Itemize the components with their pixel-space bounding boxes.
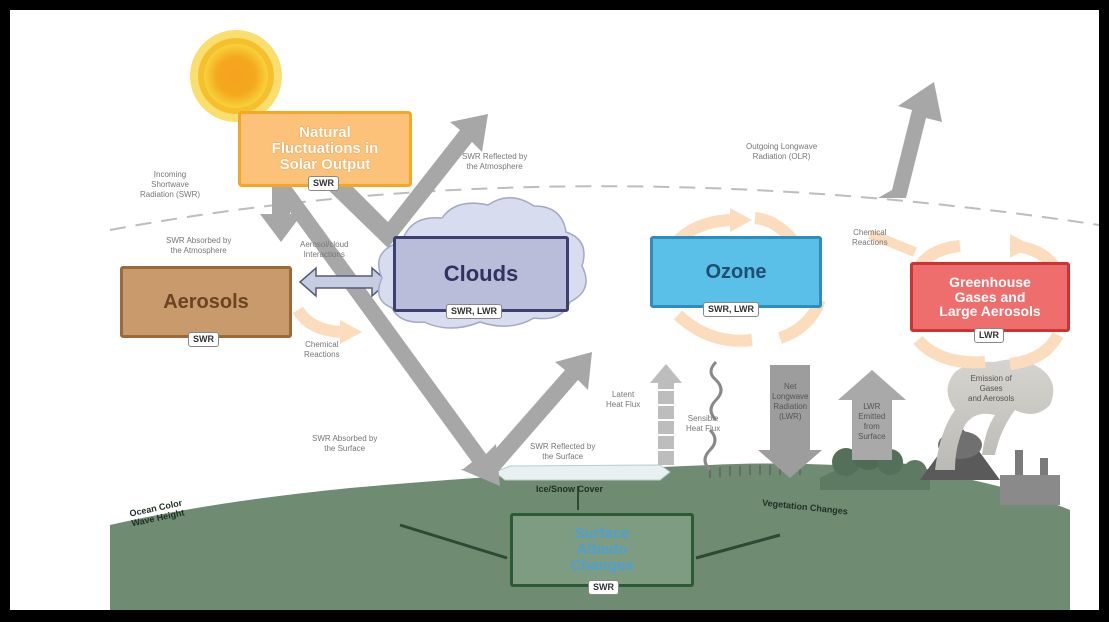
- diagram-frame: Natural Fluctuations in Solar Output SWR…: [10, 10, 1099, 610]
- chem-reactions-left-label: Chemical Reactions: [304, 340, 340, 360]
- olr-arrow: [878, 82, 942, 198]
- lwr-emitted-line4: Surface: [858, 432, 886, 441]
- ozone-tag: SWR, LWR: [703, 302, 759, 317]
- sensible-heat-label: Sensible Heat Flux: [686, 414, 720, 434]
- chem-top-line2: Reactions: [852, 238, 888, 247]
- aerosols-cycle-arrows: [292, 306, 341, 338]
- ice-snow-label: Ice/Snow Cover: [536, 484, 604, 494]
- incoming-swr-line2: Shortwave: [151, 180, 189, 189]
- latent-heat-arrow: [650, 364, 682, 465]
- ghg-title-line1: Greenhouse: [949, 273, 1031, 290]
- sun-icon: [190, 30, 282, 122]
- chem-reaction-arrow: [868, 229, 917, 257]
- net-lwr-line4: (LWR): [778, 412, 802, 421]
- albedo-tag: SWR: [588, 580, 619, 595]
- aerosols-tag: SWR: [188, 332, 219, 347]
- solar-tag: SWR: [308, 176, 339, 191]
- ozone-title: Ozone: [705, 260, 767, 283]
- emission-plume: [935, 359, 1054, 470]
- ghg-title-line3: Large Aerosols: [939, 303, 1041, 320]
- net-lwr-line1: Net: [784, 382, 797, 391]
- ghg-box: Greenhouse Gases and Large Aerosols: [910, 262, 1070, 332]
- sensible-heat-squiggle-bottom: [703, 428, 717, 472]
- aerosols-box: Aerosols: [120, 266, 292, 338]
- lwr-emitted-line3: from: [863, 422, 880, 431]
- clouds-tag: SWR, LWR: [446, 304, 502, 319]
- solar-title-line1: Natural: [299, 124, 351, 142]
- olr-line2: Radiation (OLR): [752, 152, 811, 161]
- lwr-emitted-line1: LWR: [863, 402, 881, 411]
- latent-heat-label: Latent Heat Flux: [606, 390, 640, 410]
- clouds-title: Clouds: [443, 261, 519, 287]
- ozone-cycle-head: [730, 208, 752, 232]
- chem-reactions-top-label: Chemical Reactions: [852, 228, 888, 248]
- albedo-title-line1: Surface: [574, 525, 630, 543]
- net-lwr-line2: Longwave: [772, 392, 809, 401]
- albedo-title-line3: Changes: [570, 556, 634, 574]
- net-lwr-arrow: [758, 365, 822, 478]
- chem-left-line1: Chemical: [305, 340, 339, 349]
- emission-line2: Gases: [979, 384, 1003, 393]
- aerosol-cloud-line2: Interactions: [303, 250, 345, 259]
- sensible-heat-line2: Heat Flux: [686, 424, 721, 433]
- chem-left-line2: Reactions: [304, 350, 340, 359]
- swr-reflected-atm-line2: the Atmosphere: [466, 162, 523, 171]
- net-lwr-label: Net Longwave Radiation (LWR): [772, 382, 808, 422]
- aerosols-title: Aerosols: [163, 290, 249, 313]
- atmosphere-boundary: [109, 185, 1099, 231]
- swr-absorbed-atm-arrow: [260, 184, 302, 242]
- incoming-swr-label: Incoming Shortwave Radiation (SWR): [140, 170, 200, 200]
- swr-absorbed-surface-label: SWR Absorbed by the Surface: [312, 434, 377, 454]
- chem-top-line1: Chemical: [853, 228, 887, 237]
- swr-absorbed-atm-label: SWR Absorbed by the Atmosphere: [166, 236, 231, 256]
- swr-reflected-surface-label: SWR Reflected by the Surface: [530, 442, 595, 462]
- ice-snow-strip: [494, 464, 671, 481]
- incoming-swr-arrow: [248, 160, 500, 486]
- incoming-swr-line1: Incoming: [153, 170, 187, 179]
- albedo-box: Surface Albedo Changes: [510, 513, 694, 587]
- albedo-title-line2: Albedo: [576, 541, 628, 559]
- sensible-heat-line1: Sensible: [687, 414, 719, 423]
- incoming-swr-line3: Radiation (SWR): [140, 190, 201, 199]
- swr-reflected-atm-line1: SWR Reflected by: [462, 152, 528, 161]
- solar-title-line2: Fluctuations in: [271, 140, 379, 158]
- emission-line1: Emission of: [970, 374, 1012, 383]
- emission-label: Emission of Gases and Aerosols: [968, 374, 1014, 404]
- olr-label: Outgoing Longwave Radiation (OLR): [746, 142, 817, 162]
- aerosol-cloud-label: Aerosol/cloud Interactions: [300, 240, 348, 260]
- swr-ref-surface-line1: SWR Reflected by: [530, 442, 596, 451]
- ghg-title-line2: Gases and: [954, 288, 1026, 305]
- emission-line3: and Aerosols: [968, 394, 1015, 403]
- albedo-line-right: [695, 533, 781, 560]
- swr-absorbed-atm-line2: the Atmosphere: [170, 246, 227, 255]
- swr-absorbed-atm-line1: SWR Absorbed by: [166, 236, 232, 245]
- lwr-emitted-arrow: [838, 370, 906, 460]
- solar-title-line3: Solar Output: [279, 155, 371, 173]
- swr-reflected-atm-label: SWR Reflected by the Atmosphere: [462, 152, 527, 172]
- aerosol-cloud-line1: Aerosol/cloud: [300, 240, 349, 249]
- swr-reflected-surface-arrow: [460, 352, 592, 472]
- net-lwr-line3: Radiation: [773, 402, 808, 411]
- ghg-cycle-head: [1010, 234, 1032, 258]
- factory-icon: [1000, 450, 1060, 505]
- albedo-line-left: [399, 523, 508, 560]
- swr-ref-surface-line2: the Surface: [542, 452, 584, 461]
- clouds-box: Clouds: [393, 236, 569, 312]
- latent-heat-line2: Heat Flux: [606, 400, 641, 409]
- olr-line1: Outgoing Longwave: [746, 142, 818, 151]
- solar-output-box: Natural Fluctuations in Solar Output: [238, 111, 412, 187]
- sensible-heat-squiggle-top: [709, 360, 723, 422]
- ghg-tag: LWR: [974, 328, 1004, 343]
- lwr-emitted-line2: Emitted: [858, 412, 886, 421]
- lwr-emitted-label: LWR Emitted from Surface: [858, 402, 886, 442]
- swr-abs-surface-line1: SWR Absorbed by: [312, 434, 378, 443]
- latent-heat-line1: Latent: [611, 390, 635, 399]
- ozone-box: Ozone: [650, 236, 822, 308]
- aerosols-cycle-head: [340, 320, 362, 344]
- swr-abs-surface-line2: the Surface: [324, 444, 366, 453]
